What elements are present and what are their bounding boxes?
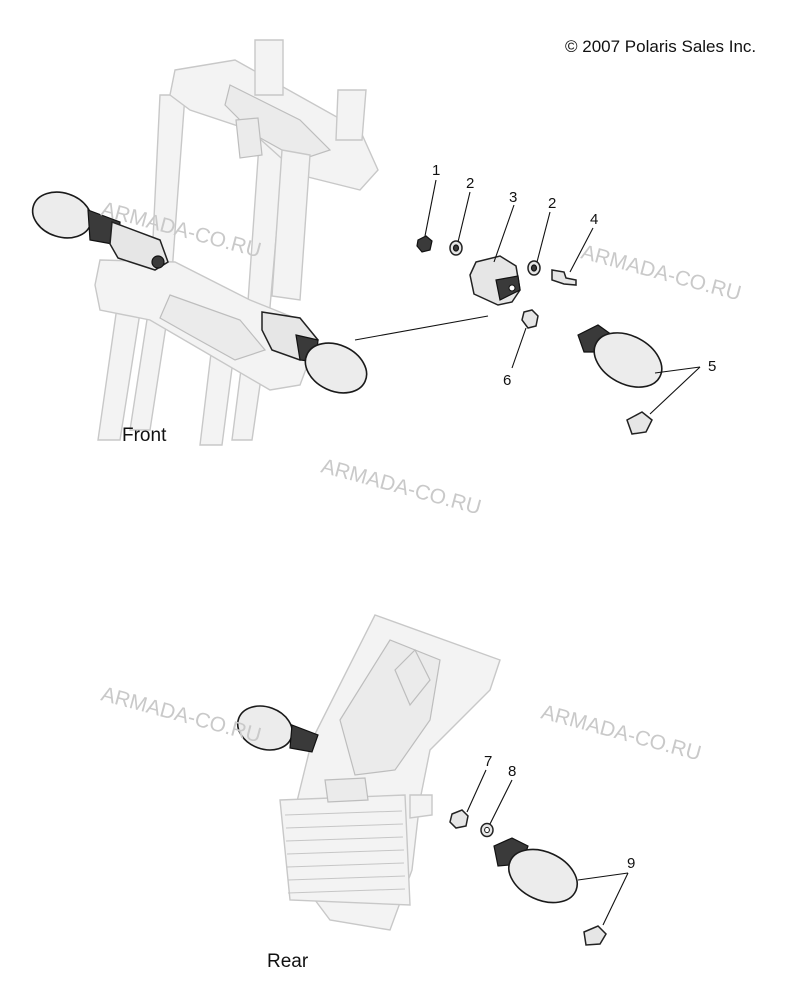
rear-callout-leaders [466, 769, 629, 926]
front-view-label: Front [122, 425, 167, 446]
callout-7: 7 [484, 753, 492, 770]
watermark-2: ARMADA-CO.RU [579, 241, 744, 306]
callout-8: 8 [508, 763, 516, 780]
part-7-bolt [449, 809, 469, 829]
callout-1: 1 [432, 162, 440, 179]
watermark-3: ARMADA-CO.RU [319, 455, 484, 520]
part-1-nut [416, 235, 433, 253]
callout-3: 3 [509, 189, 517, 206]
front-callout-leaders [424, 179, 701, 415]
watermark-4: ARMADA-CO.RU [99, 683, 264, 748]
callout-5: 5 [708, 358, 716, 375]
part-9-bulb [583, 925, 607, 946]
front-fork-assembly [31, 39, 379, 446]
callout-2-right: 2 [548, 195, 556, 212]
front-exploded-parts [416, 235, 663, 435]
rear-fender-assembly [236, 614, 501, 931]
watermark-5: ARMADA-CO.RU [539, 701, 704, 766]
assembly-leader-line [354, 315, 489, 341]
rear-exploded-parts [449, 809, 607, 946]
part-9-turn-signal [508, 848, 578, 904]
callout-6: 6 [503, 372, 511, 389]
callout-numbers: 1 2 3 2 4 5 6 7 8 9 [432, 162, 716, 872]
callout-4: 4 [590, 211, 598, 228]
rear-view-label: Rear [267, 951, 309, 972]
part-5-bulb [626, 411, 653, 435]
copyright-notice: © 2007 Polaris Sales Inc. [565, 37, 756, 56]
part-6-bolt [521, 309, 539, 329]
callout-2-left: 2 [466, 175, 474, 192]
part-4-bolt [551, 269, 577, 286]
callout-9: 9 [627, 855, 635, 872]
part-5-turn-signal [593, 332, 663, 388]
